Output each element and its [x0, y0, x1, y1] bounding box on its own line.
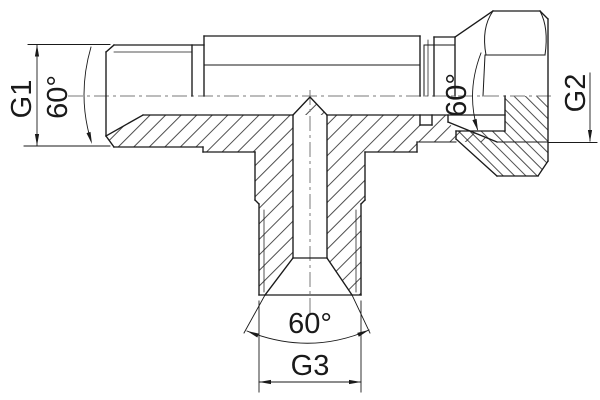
angle-arc [246, 329, 370, 344]
outline-path [455, 138, 498, 177]
angle-annotation-left: 60° [42, 46, 92, 144]
angle-left-label: 60° [42, 75, 74, 119]
arrow-left [259, 379, 271, 385]
outline-path [105, 135, 115, 148]
angle-bottom-label: 60° [288, 308, 332, 340]
section-outlines [105, 10, 549, 296]
g3-label: G3 [291, 350, 330, 382]
arrow [247, 331, 259, 338]
detail-lines [203, 10, 549, 143]
hatch-region-nut [456, 96, 548, 176]
dimension-g2: G2 [547, 72, 598, 143]
outline-path [454, 10, 494, 38]
dimension-g1: G1 [6, 44, 111, 147]
outline-path [537, 160, 549, 177]
hatch-region-left-arm [106, 115, 293, 295]
arrow-down [587, 130, 593, 142]
g2-label: G2 [560, 74, 592, 113]
nut-chamfer-arc [484, 10, 494, 56]
outline-path [447, 121, 498, 143]
thread-undercut-notch [420, 115, 432, 125]
outline-path [105, 114, 144, 137]
outline-path [105, 44, 115, 53]
nut-face-line [482, 54, 486, 97]
dimension-g3: G3 [258, 300, 362, 393]
centerlines [68, 90, 552, 313]
nut-chamfer-arc [539, 10, 547, 56]
thin-lines [113, 39, 429, 293]
arrow [357, 330, 369, 337]
leader-arc [83, 46, 92, 142]
arrow-up [34, 44, 40, 57]
extension-line [243, 294, 266, 334]
hatch-region-drill-peak [293, 97, 327, 115]
g1-label: G1 [6, 80, 38, 119]
outline-path [264, 257, 294, 296]
outline-path [326, 257, 353, 296]
outline-path [292, 96, 328, 116]
arrow-right [349, 379, 361, 385]
arrow [86, 131, 92, 144]
arrow [472, 118, 478, 131]
angle-right-label: 60° [441, 73, 473, 117]
arrow-down [34, 134, 40, 146]
angle-annotation-right: 60° [441, 52, 482, 131]
outline-path [539, 10, 549, 20]
